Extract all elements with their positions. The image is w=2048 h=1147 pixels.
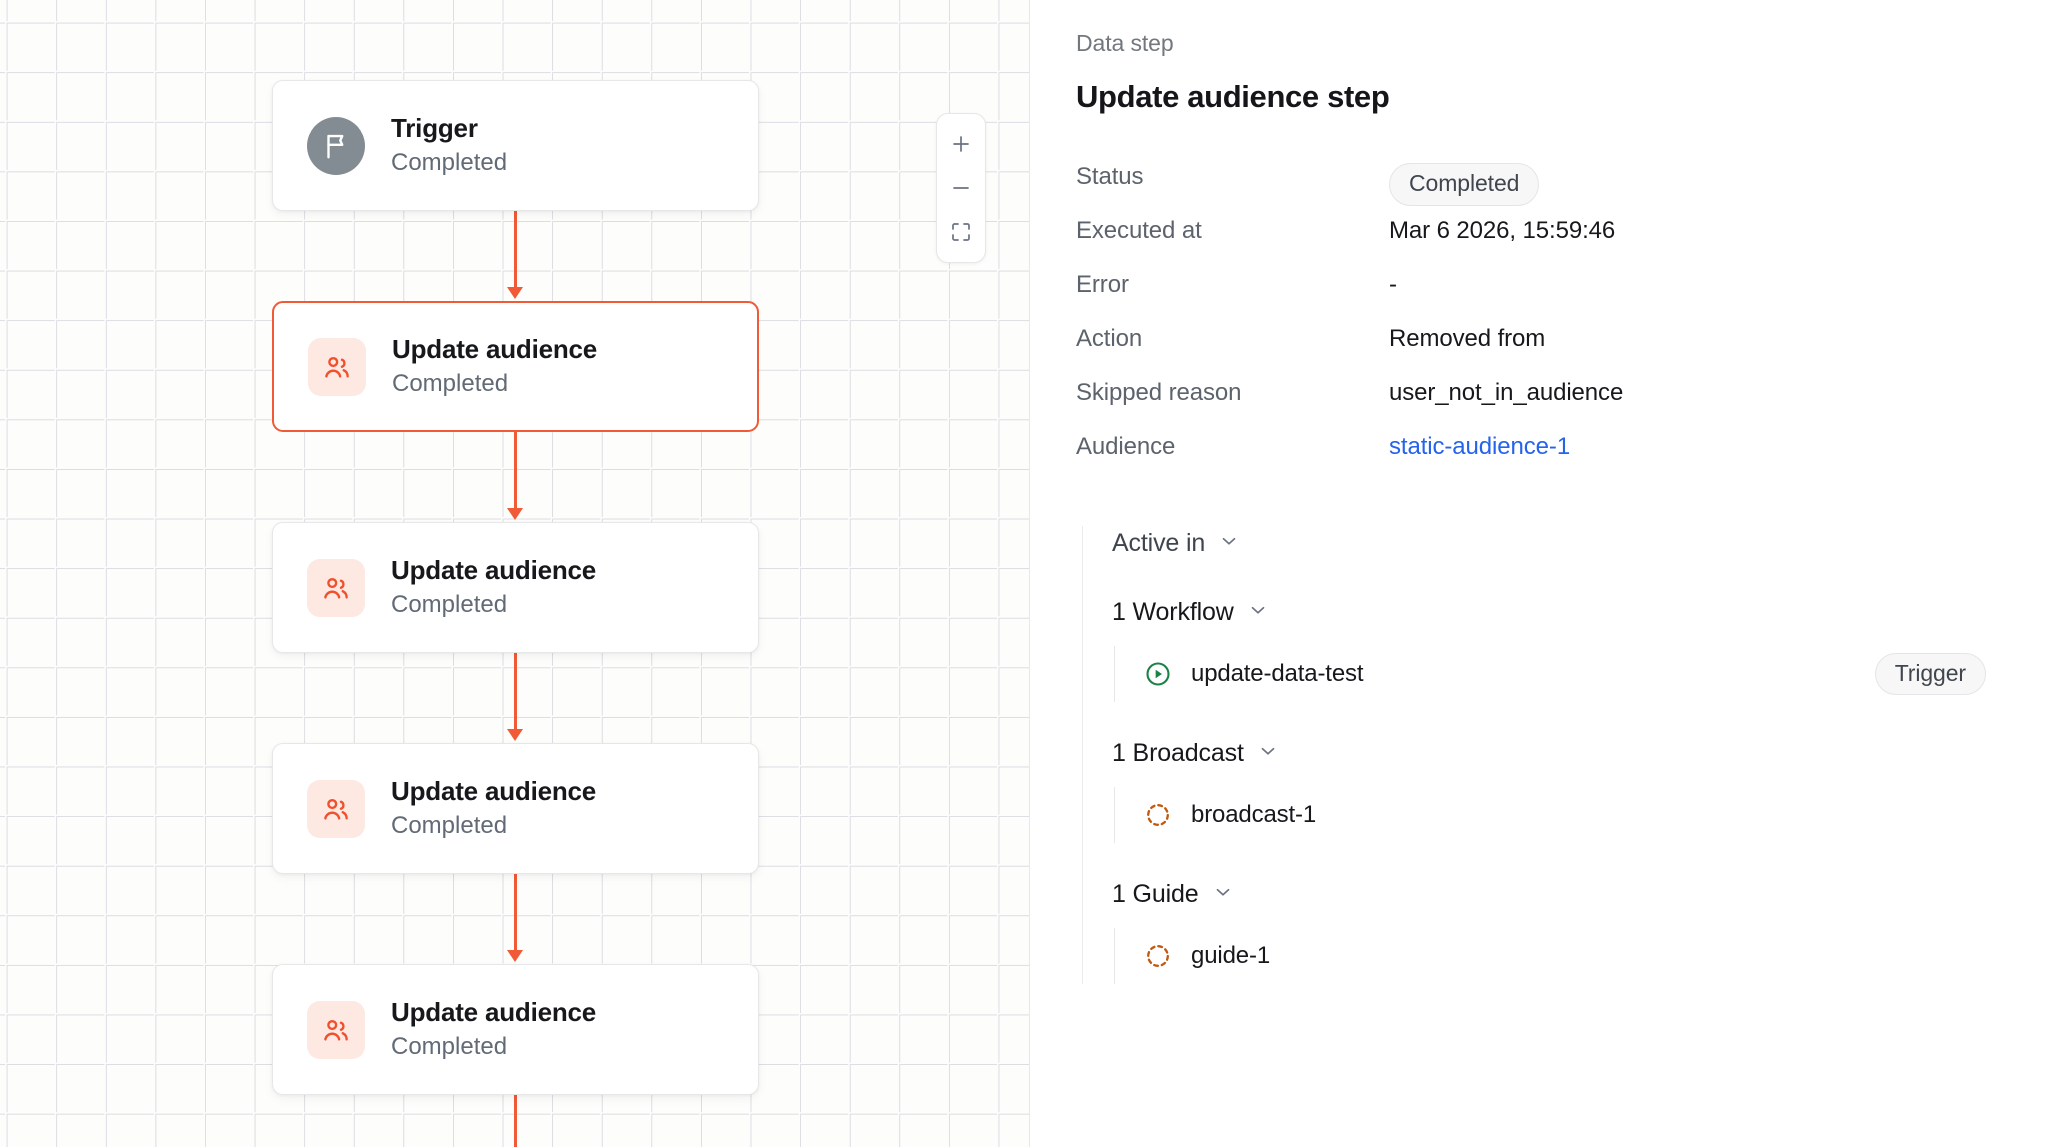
- guide-group-collapser[interactable]: 1 Guide: [1112, 877, 2004, 912]
- detail-label: Status: [1076, 163, 1144, 190]
- workflow-group-collapser[interactable]: 1 Workflow: [1112, 595, 2004, 630]
- connector-2: [514, 427, 517, 515]
- node-status: Completed: [391, 149, 508, 177]
- workflow-node-update-audience-selected[interactable]: Update audience Completed: [272, 301, 759, 432]
- workflow-canvas[interactable]: Trigger Completed Update audience Comp: [0, 0, 1030, 1147]
- active-in-group-guide: 1 Guide guide-1: [1112, 877, 2004, 984]
- connector-arrow-1: [507, 287, 523, 299]
- dashed-circle-icon: [1143, 800, 1173, 830]
- zoom-in-button[interactable]: [936, 122, 986, 166]
- guide-group-label: 1 Guide: [1112, 880, 1199, 908]
- step-detail-panel: Data step Update audience step Status Co…: [1030, 0, 2048, 1147]
- step-detail-list: Status Completed Executed at Mar 6 2026,…: [1076, 160, 2004, 484]
- broadcast-group-label: 1 Broadcast: [1112, 739, 1244, 767]
- node-title: Update audience: [391, 555, 597, 586]
- list-item-label: guide-1: [1191, 942, 1271, 969]
- node-status: Completed: [391, 812, 508, 840]
- page-title: Update audience step: [1076, 79, 1390, 114]
- node-text: Update audience Completed: [392, 334, 598, 398]
- connector-3: [514, 648, 517, 736]
- workflow-item-list: update-data-test Trigger: [1114, 646, 2004, 702]
- detail-value: Removed from: [1389, 325, 1546, 352]
- node-title: Update audience: [391, 997, 597, 1028]
- detail-row-error: Error -: [1076, 268, 2004, 322]
- trigger-badge: Trigger: [1874, 652, 1986, 696]
- active-in-label: Active in: [1112, 529, 1206, 557]
- workflow-node-update-audience-4[interactable]: Update audience Completed: [272, 964, 759, 1095]
- workflow-node-trigger[interactable]: Trigger Completed: [272, 80, 759, 211]
- node-title: Update audience: [392, 334, 598, 365]
- detail-value: Completed: [1389, 160, 1540, 206]
- workflow-graph: Trigger Completed Update audience Comp: [272, 80, 759, 1147]
- active-in-group-broadcast: 1 Broadcast broadcast-1: [1112, 736, 2004, 843]
- fit-to-screen-button[interactable]: [936, 210, 986, 254]
- detail-value: -: [1389, 271, 1397, 298]
- connector-arrow-3: [507, 729, 523, 741]
- connector-4: [514, 869, 517, 957]
- detail-row-audience: Audience static-audience-1: [1076, 430, 2004, 484]
- chevron-down-icon: [1247, 599, 1269, 626]
- node-text: Update audience Completed: [391, 776, 597, 840]
- guide-item-list: guide-1: [1114, 928, 2004, 984]
- list-item-label: broadcast-1: [1191, 801, 1317, 828]
- canvas-zoom-controls[interactable]: [936, 113, 986, 263]
- connector-arrow-2: [507, 508, 523, 520]
- workflow-node-update-audience-2[interactable]: Update audience Completed: [272, 522, 759, 653]
- detail-row-executed-at: Executed at Mar 6 2026, 15:59:46: [1076, 214, 2004, 268]
- detail-label: Action: [1076, 325, 1143, 352]
- node-text: Update audience Completed: [391, 555, 597, 619]
- node-title: Update audience: [391, 776, 597, 807]
- detail-label: Skipped reason: [1076, 379, 1242, 406]
- list-item[interactable]: guide-1: [1143, 928, 2004, 984]
- node-status: Completed: [391, 1033, 508, 1061]
- workflow-node-update-audience-3[interactable]: Update audience Completed: [272, 743, 759, 874]
- workflow-group-label: 1 Workflow: [1112, 598, 1234, 626]
- node-text: Update audience Completed: [391, 997, 597, 1061]
- users-icon: [308, 337, 366, 396]
- list-item[interactable]: update-data-test Trigger: [1143, 646, 2004, 702]
- detail-label: Audience: [1076, 433, 1176, 460]
- users-icon: [307, 779, 365, 838]
- detail-row-action: Action Removed from: [1076, 322, 2004, 376]
- detail-value: Mar 6 2026, 15:59:46: [1389, 217, 1616, 244]
- detail-row-skipped-reason: Skipped reason user_not_in_audience: [1076, 376, 2004, 430]
- status-badge: Completed: [1389, 163, 1540, 206]
- chevron-down-icon: [1218, 530, 1240, 557]
- detail-value: user_not_in_audience: [1389, 379, 1624, 406]
- detail-label: Executed at: [1076, 217, 1202, 244]
- chevron-down-icon: [1212, 881, 1234, 908]
- node-title: Trigger: [391, 113, 478, 144]
- list-item-label: update-data-test: [1191, 660, 1364, 687]
- list-item[interactable]: broadcast-1: [1143, 787, 2004, 843]
- broadcast-item-list: broadcast-1: [1114, 787, 2004, 843]
- connector-arrow-4: [507, 950, 523, 962]
- node-status: Completed: [392, 370, 509, 398]
- chevron-down-icon: [1257, 740, 1279, 767]
- broadcast-group-collapser[interactable]: 1 Broadcast: [1112, 736, 2004, 771]
- users-icon: [307, 1000, 365, 1059]
- node-text: Trigger Completed: [391, 113, 508, 177]
- trigger-badge-label: Trigger: [1874, 652, 1986, 696]
- detail-label: Error: [1076, 271, 1129, 298]
- flag-icon: [307, 116, 365, 175]
- users-icon: [307, 558, 365, 617]
- panel-eyebrow: Data step: [1076, 30, 1174, 56]
- active-in-group-workflow: 1 Workflow: [1112, 595, 2004, 702]
- connector-5: [514, 1091, 517, 1147]
- detail-row-status: Status Completed: [1076, 160, 2004, 214]
- dashed-circle-icon: [1143, 941, 1173, 971]
- zoom-out-button[interactable]: [936, 166, 986, 210]
- audience-link[interactable]: static-audience-1: [1389, 433, 1571, 460]
- node-status: Completed: [391, 591, 508, 619]
- active-in-collapser[interactable]: Active in: [1112, 526, 2004, 561]
- connector-1: [514, 206, 517, 294]
- active-in-section: Active in 1 Workflow: [1082, 526, 2004, 984]
- play-circle-icon: [1143, 659, 1173, 689]
